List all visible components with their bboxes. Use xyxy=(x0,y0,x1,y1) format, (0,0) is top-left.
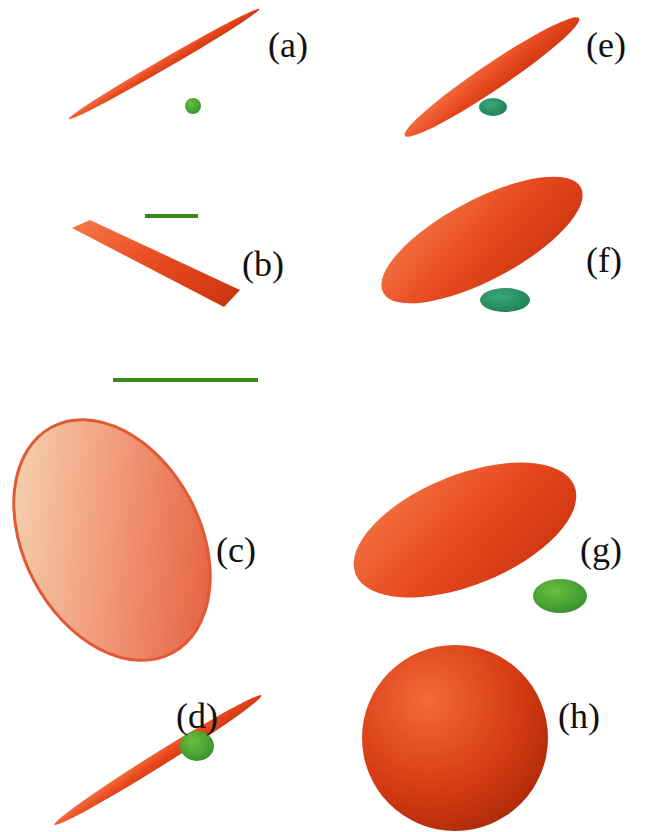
panel-label: (c) xyxy=(216,532,256,568)
panel-label: (a) xyxy=(268,27,308,63)
needle-shape xyxy=(66,5,262,124)
needle-shape xyxy=(51,689,265,830)
panel-label: (d) xyxy=(176,698,218,734)
cross-section xyxy=(145,214,198,218)
cross-section xyxy=(480,288,530,312)
panel-label: (h) xyxy=(558,698,600,734)
prolate-shape xyxy=(398,8,587,147)
cross-section xyxy=(185,98,201,114)
sphere-shape xyxy=(362,645,548,831)
panel-label: (f) xyxy=(586,242,622,278)
ellipsoid-shape xyxy=(335,435,595,625)
disk-shape xyxy=(0,386,250,695)
panel-label: (b) xyxy=(242,246,284,282)
cross-section xyxy=(533,579,587,613)
cross-section xyxy=(479,98,507,116)
panel-label: (g) xyxy=(580,532,622,568)
cross-section xyxy=(113,378,258,382)
cross-section xyxy=(180,731,214,761)
ellipsoid-shape xyxy=(364,152,599,328)
slab-shape xyxy=(72,220,240,307)
panel-label: (e) xyxy=(586,27,626,63)
